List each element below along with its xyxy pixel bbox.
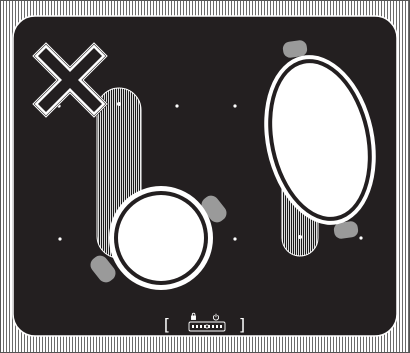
power-icon bbox=[212, 313, 220, 321]
crossed-out-x-icon bbox=[31, 41, 109, 119]
lock-icon bbox=[191, 312, 196, 320]
control-panel: [ ] bbox=[164, 312, 245, 334]
right-pan bbox=[264, 40, 376, 239]
pot-handle-left bbox=[90, 255, 116, 283]
pan-handle-bottom bbox=[333, 221, 359, 239]
pot-handle-right bbox=[201, 195, 227, 223]
pan-handle-top bbox=[282, 40, 308, 58]
control-left-bracket: [ bbox=[164, 315, 170, 334]
slider-icon bbox=[188, 321, 226, 332]
left-pot bbox=[90, 186, 227, 290]
control-right-bracket: ] bbox=[239, 315, 245, 334]
